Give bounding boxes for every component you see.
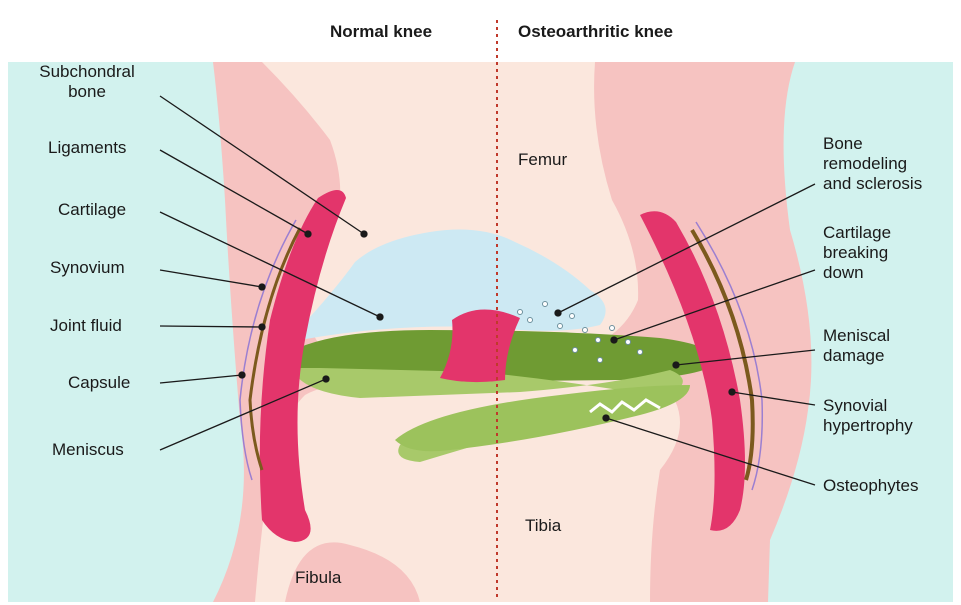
label-osteophytes: Osteophytes	[823, 476, 918, 496]
label-synovial-hypertrophy: Synovial hypertrophy	[823, 396, 913, 436]
label-capsule: Capsule	[68, 373, 130, 393]
label-cartilage: Cartilage	[58, 200, 126, 220]
label-fibula: Fibula	[295, 568, 341, 588]
label-bone-remodeling: Bone remodeling and sclerosis	[823, 134, 922, 194]
normal-knee-header: Normal knee	[330, 22, 432, 42]
label-ligaments: Ligaments	[48, 138, 126, 158]
label-subchondral-bone: Subchondral bone	[28, 62, 146, 102]
label-synovium: Synovium	[50, 258, 125, 278]
label-meniscus: Meniscus	[52, 440, 124, 460]
header-band	[8, 12, 953, 62]
osteoarthritic-knee-header: Osteoarthritic knee	[518, 22, 673, 42]
label-tibia: Tibia	[525, 516, 561, 536]
label-meniscal-damage: Meniscal damage	[823, 326, 890, 366]
label-cartilage-breaking-down: Cartilage breaking down	[823, 223, 891, 283]
label-joint-fluid: Joint fluid	[50, 316, 122, 336]
label-femur: Femur	[518, 150, 567, 170]
